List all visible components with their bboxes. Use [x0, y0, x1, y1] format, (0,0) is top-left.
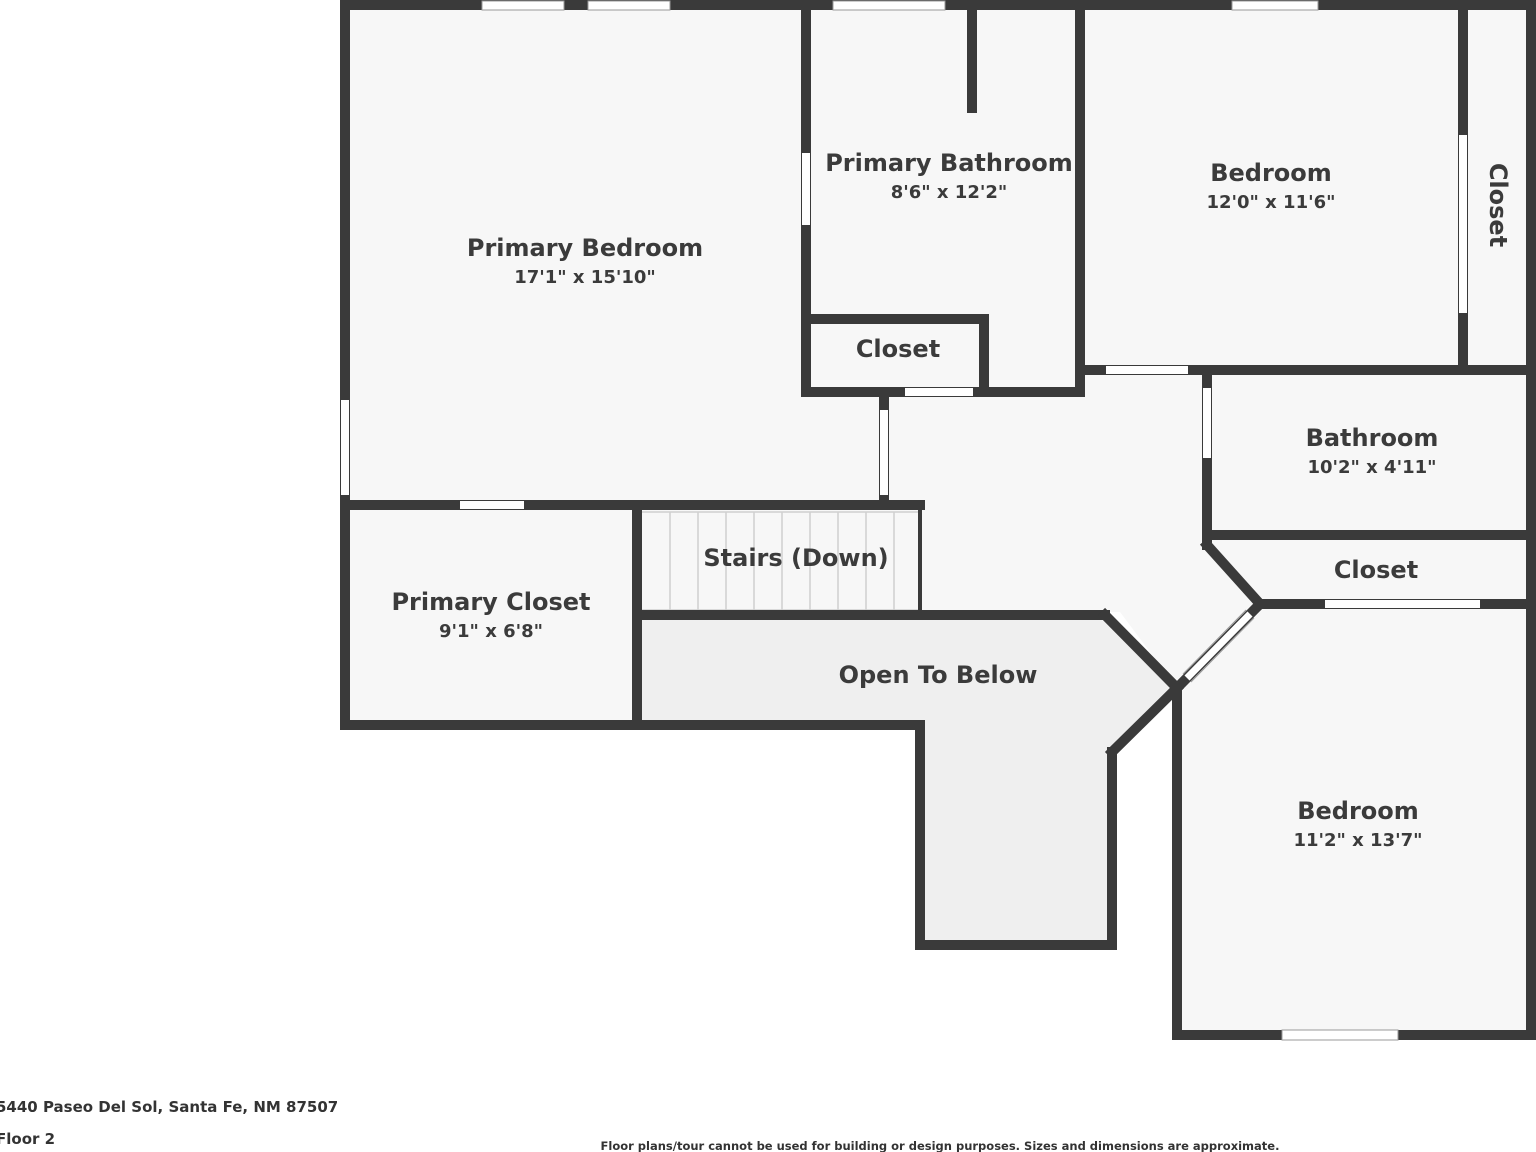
bedroom-bottom-dims: 11'2" x 13'7" — [1293, 830, 1422, 851]
primary-bathroom-name: Primary Bathroom — [825, 149, 1073, 177]
openings — [341, 0, 1480, 1041]
diagonal-door — [1182, 609, 1255, 683]
disclaimer-text: Floor plans/tour cannot be used for buil… — [601, 1139, 1280, 1152]
primary-bedroom-name: Primary Bedroom — [467, 234, 703, 262]
closet-right-name: Closet — [1484, 163, 1512, 247]
primary-bedroom-dims: 17'1" x 15'10" — [514, 267, 656, 288]
primary-bathroom-dims: 8'6" x 12'2" — [891, 182, 1008, 203]
room-labels: Primary Bedroom 17'1" x 15'10" Primary B… — [391, 149, 1512, 851]
closet-bath-name: Closet — [856, 335, 940, 363]
bedroom-top-dims: 12'0" x 11'6" — [1206, 192, 1335, 213]
footer: 5440 Paseo Del Sol, Santa Fe, NM 87507 F… — [0, 1098, 1279, 1152]
bathroom-dims: 10'2" x 4'11" — [1307, 457, 1436, 478]
stairs-name: Stairs (Down) — [703, 544, 888, 572]
bathroom-name: Bathroom — [1306, 424, 1439, 452]
bedroom-top-name: Bedroom — [1210, 159, 1332, 187]
primary-closet-dims: 9'1" x 6'8" — [439, 621, 543, 642]
address-text: 5440 Paseo Del Sol, Santa Fe, NM 87507 — [0, 1098, 338, 1116]
primary-closet-name: Primary Closet — [391, 588, 590, 616]
bedroom-bottom-name: Bedroom — [1297, 797, 1419, 825]
closet-mid-name: Closet — [1334, 556, 1418, 584]
open-to-below-area — [637, 615, 1177, 945]
floor-label: Floor 2 — [0, 1130, 55, 1148]
open-to-below-name: Open To Below — [839, 661, 1038, 689]
